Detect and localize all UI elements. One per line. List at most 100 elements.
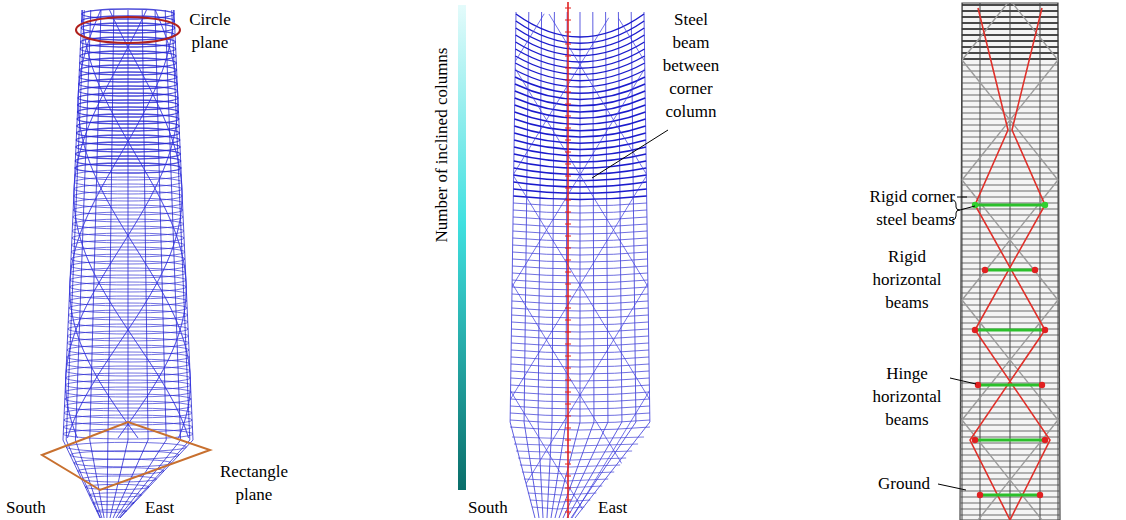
tower-model-right [1032, 267, 1038, 273]
tower-wireframe-middle [551, 12, 567, 518]
tower-wireframe-middle [514, 168, 646, 174]
corner-beam-line [565, 236, 571, 237]
tower-wireframe-middle [512, 301, 648, 304]
tower-wireframe-middle [513, 224, 647, 227]
tower-wireframe-middle [520, 465, 620, 467]
tower-wireframe-middle [513, 203, 646, 206]
tower-model-right [980, 494, 1040, 497]
tower-wireframe-middle [511, 329, 648, 332]
tower-wireframe-middle [530, 500, 590, 502]
tower-wireframe-middle [514, 126, 645, 137]
tower-wireframe-middle [518, 458, 626, 460]
leader-line [950, 378, 976, 384]
annotation-label: Ground [878, 472, 930, 495]
corner-beam-line [565, 308, 571, 309]
tower-wireframe-middle [515, 105, 646, 118]
leader-line [938, 484, 966, 490]
tower-wireframe-middle [510, 406, 649, 409]
corner-beam-line [565, 392, 571, 393]
tower-wireframe-left [82, 476, 157, 482]
tower-wireframe-middle [524, 12, 539, 518]
tower-wireframe-left [93, 501, 134, 505]
rectangle-plane-mark [42, 422, 210, 490]
tower-wireframe-middle [514, 147, 646, 156]
tower-wireframe-middle [532, 507, 585, 509]
tower-model-right [1037, 492, 1043, 498]
tower-model-right [972, 327, 978, 333]
annotation-label: Rigid horizontal beams [866, 245, 948, 314]
tower-wireframe-middle [513, 245, 648, 248]
corner-beam-line [565, 380, 571, 381]
corner-beam-line [565, 464, 571, 465]
corner-beam-line [565, 56, 571, 57]
tower-wireframe-middle [512, 259, 647, 262]
tower-wireframe-left [66, 10, 178, 438]
tower-wireframe-middle [511, 336, 648, 339]
tower-wireframe-left [74, 459, 172, 467]
annotation-label: Steel beam between corner column [658, 8, 724, 123]
leader-line [957, 197, 967, 198]
tower-wireframe-middle [513, 210, 647, 213]
annotation-label: Hinge horizontal beams [866, 362, 948, 431]
tower-wireframe-middle [513, 189, 646, 193]
tower-wireframe-middle [571, 12, 636, 518]
tower-model-right [958, 269, 1062, 270]
tower-model-right [975, 8, 1050, 520]
tower-model-right [960, 3, 1060, 520]
corner-beam-line [565, 200, 571, 201]
tower-wireframe-middle [512, 287, 648, 290]
tower-model-right [970, 8, 1045, 520]
tower-wireframe-middle [559, 12, 594, 518]
tower-wireframe-left [89, 493, 141, 497]
corner-beam-line [565, 176, 571, 177]
tower-wireframe-left [70, 10, 174, 438]
tower-model-right [975, 204, 1045, 207]
tower-wireframe-left [78, 10, 190, 438]
circle-plane-mark [76, 17, 180, 43]
tower-model-right [985, 269, 1035, 272]
tower-model-right [975, 382, 981, 388]
tower-model-right [958, 0, 1062, 520]
inclined-columns [510, 280, 650, 510]
tower-wireframe-middle [512, 437, 644, 439]
tower-model-right [962, 420, 1058, 520]
tower-model-right [975, 439, 1045, 442]
tower-wireframe-middle [515, 70, 645, 87]
tower-model-right [977, 492, 983, 498]
annotation-label: Circle plane [181, 8, 239, 54]
tower-wireframe-middle [513, 238, 647, 241]
tower-wireframe-middle [511, 357, 649, 360]
corner-beam-line [565, 488, 571, 489]
tower-wireframe-left [66, 442, 186, 451]
tower-wireframe-left [70, 10, 174, 438]
tower-wireframe-middle [514, 161, 646, 168]
tower-wireframe-left [82, 10, 186, 438]
tower-wireframe-left [82, 10, 186, 438]
corner-beam-line [565, 212, 571, 213]
corner-beam-line [565, 512, 571, 513]
tower-wireframe-middle [511, 378, 650, 381]
corner-beam-line [565, 2, 571, 518]
tower-model-right [962, 180, 1058, 300]
corner-beam-line [565, 116, 571, 117]
tower-wireframe-middle [515, 77, 645, 93]
corner-beam-line [565, 296, 571, 297]
inclined-columns [510, 0, 650, 70]
tower-model-right [1010, 3, 1011, 520]
tower-wireframe-middle [514, 119, 645, 131]
tower-wireframe-middle [515, 91, 645, 106]
corner-beam-line [565, 320, 571, 321]
tower-wireframe-middle [510, 420, 650, 423]
inclined-columns [510, 170, 650, 400]
tower-wireframe-middle [515, 84, 645, 99]
tower-wireframe-left [67, 10, 182, 438]
tower-wireframe-middle [516, 21, 644, 43]
leader-line [592, 130, 668, 178]
tower-wireframe-middle [512, 294, 648, 297]
tower-wireframe-middle [516, 14, 644, 37]
corner-beam-line [565, 416, 571, 417]
tower-wireframe-middle [512, 322, 649, 325]
inclined-columns [510, 170, 650, 400]
